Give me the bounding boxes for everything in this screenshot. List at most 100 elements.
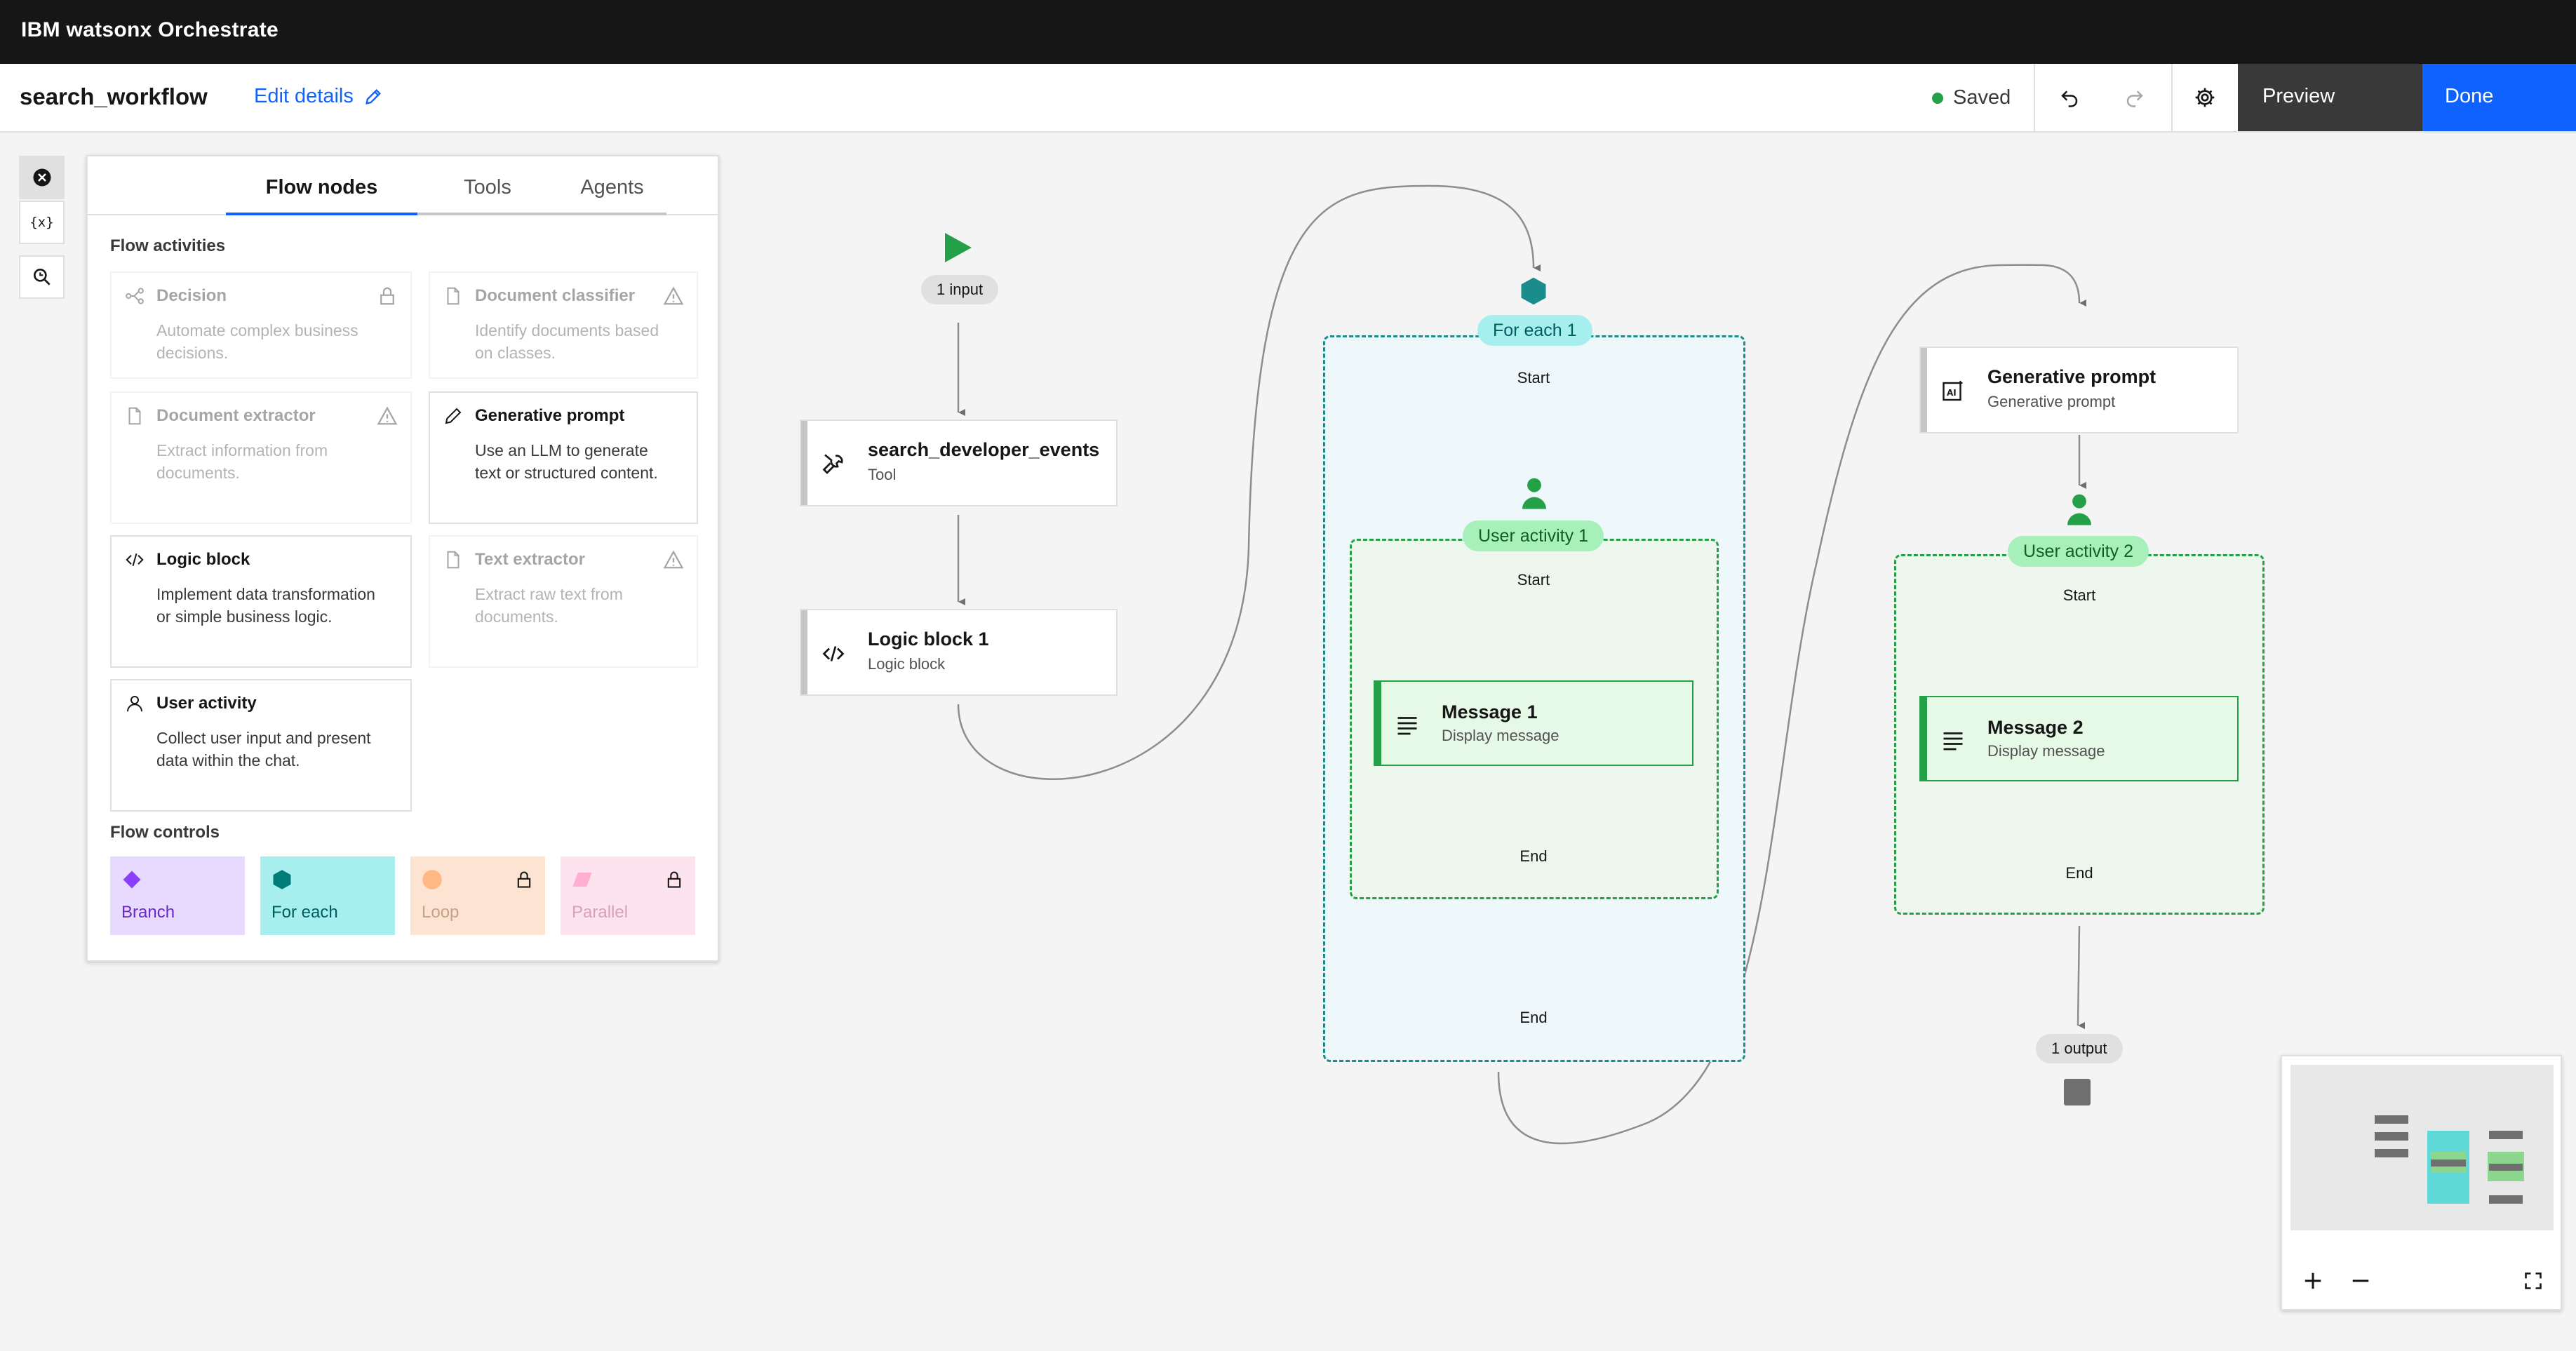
control-branch[interactable]: Branch [110,856,245,935]
app-title: IBM watsonx Orchestrate [21,18,279,41]
control-parallel[interactable]: Parallel [561,856,695,935]
user-icon [127,696,142,712]
fit-view-button[interactable] [2512,1260,2554,1302]
workflow-header: search_workflow Edit details Saved Previ… [0,64,2576,133]
control-label: For each [271,903,338,922]
panel-tabs: Flow nodes Tools Agents [88,156,718,215]
variables-button[interactable]: {x} [19,201,65,244]
activity-text-extractor[interactable]: Text extractor Extract raw text from doc… [429,535,698,668]
activity-description: Extract information from documents. [156,441,328,482]
minimap-node [2375,1132,2408,1141]
for-each-label[interactable]: For each 1 [1477,315,1592,346]
search-history-button[interactable] [19,255,65,299]
variables-icon: {x} [29,215,54,230]
node-subtitle: Generative prompt [1987,393,2116,410]
node-accent-bar [1921,697,1927,780]
document-icon [447,551,459,569]
gear-icon [2195,88,2215,107]
ai-prompt-icon: AI [1943,381,1963,401]
user-activity-1-label[interactable]: User activity 1 [1463,520,1604,551]
output-badge[interactable]: 1 output [2036,1034,2123,1063]
wrench-icon [822,454,843,474]
activity-logic-block[interactable]: Logic block Implement data transformatio… [110,535,412,668]
user-activity-2-start-label: Start [2062,586,2096,604]
node-message-2[interactable]: Message 2 Display message [1919,696,2239,781]
node-subtitle: Tool [868,466,897,483]
node-accent-bar [1921,348,1927,432]
control-label: Parallel [572,903,629,922]
code-icon [822,646,845,661]
plus-icon [2305,1272,2321,1289]
node-search-developer-events[interactable]: search_developer_events Tool [800,419,1118,506]
minimap-node [2489,1164,2523,1171]
node-subtitle: Logic block [868,655,946,673]
tab-flow-nodes[interactable]: Flow nodes [226,176,417,215]
node-subtitle: Display message [1442,727,1559,744]
redo-button[interactable] [2103,64,2166,131]
control-loop[interactable]: Loop [410,856,545,935]
control-label: Loop [422,903,459,922]
warning-icon [663,550,684,569]
save-status: Saved [1932,86,2011,109]
minimap-node [2375,1149,2408,1157]
for-each-start-label: Start [1517,369,1550,387]
input-badge[interactable]: 1 input [921,275,999,304]
parallelogram-icon [572,873,592,887]
minimap [2281,1055,2562,1310]
activity-generative-prompt[interactable]: Generative prompt Use an LLM to generate… [429,391,698,524]
search-history-icon [33,269,51,285]
node-title: Message 2 [1987,717,2084,738]
user-icon [2067,494,2091,525]
node-accent-bar [801,610,807,694]
preview-button[interactable]: Preview [2238,64,2422,131]
message-lines-icon [1943,732,1963,751]
done-button[interactable]: Done [2422,64,2576,131]
zoom-in-button[interactable] [2292,1260,2334,1302]
divider [2034,64,2035,131]
zoom-out-button[interactable] [2340,1260,2382,1302]
hexagon-icon [1521,277,1546,305]
end-node-square[interactable] [2064,1079,2091,1105]
activity-description: Extract raw text from documents. [475,585,623,626]
node-title: Logic block 1 [868,629,989,650]
activity-document-classifier[interactable]: Document classifier Identify documents b… [429,271,698,379]
redo-icon [2126,90,2143,107]
tab-agents[interactable]: Agents [558,176,666,215]
activity-description: Use an LLM to generate text or structure… [475,441,658,482]
flow-controls-label: Flow controls [110,823,220,842]
minimap-viewport[interactable] [2290,1065,2554,1230]
close-panel-button[interactable] [19,156,65,199]
settings-button[interactable] [2173,64,2236,131]
undo-button[interactable] [2038,64,2101,131]
circle-icon [422,870,442,889]
activity-document-extractor[interactable]: Document extractor Extract information f… [110,391,412,524]
user-icon [1522,478,1546,509]
user-activity-2-label[interactable]: User activity 2 [2008,536,2149,567]
code-icon [126,553,144,567]
for-each-end-label: End [1520,1009,1548,1026]
node-logic-block-1[interactable]: Logic block 1 Logic block [800,609,1118,696]
node-generative-prompt[interactable]: AI Generative prompt Generative prompt [1919,347,2239,433]
activity-user-activity[interactable]: User activity Collect user input and pre… [110,679,412,812]
activity-title: Document extractor [156,406,316,425]
activity-title: Decision [156,286,227,305]
lock-icon [380,287,394,305]
edit-details-link[interactable]: Edit details [254,85,383,108]
activity-description: Identify documents based on classes. [475,321,659,362]
play-icon[interactable] [944,231,973,264]
flow-nodes-panel: Flow nodes Tools Agents Flow activities … [86,155,719,962]
lock-icon [517,871,531,888]
workflow-name: search_workflow [20,83,208,109]
control-for-each[interactable]: For each [260,856,395,935]
top-bar: IBM watsonx Orchestrate [0,0,2576,64]
activity-description: Collect user input and present data with… [156,729,371,769]
hexagon-icon [273,870,291,889]
minimap-node [2489,1131,2523,1139]
document-icon [447,287,459,305]
activity-decision[interactable]: Decision Automate complex business decis… [110,271,412,379]
tab-tools[interactable]: Tools [417,176,558,215]
node-message-1[interactable]: Message 1 Display message [1374,680,1693,766]
svg-text:AI: AI [1947,388,1957,398]
activity-title: Generative prompt [475,406,625,425]
flow-activities-label: Flow activities [110,236,226,255]
